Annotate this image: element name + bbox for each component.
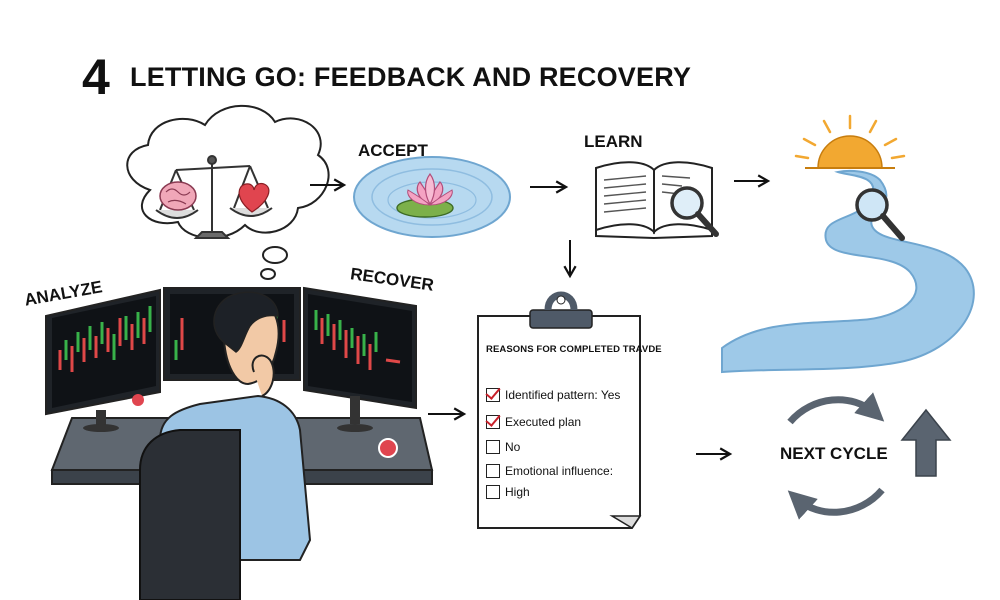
checkbox[interactable] (486, 464, 500, 478)
checklist-title: REASONS FOR COMPLETED TRAVDE (486, 344, 662, 355)
trader-icon (132, 291, 398, 600)
monitor-icon (45, 286, 434, 485)
checklist-item-label: No (505, 440, 521, 454)
page-title: LETTING GO: FEEDBACK AND RECOVERY (130, 62, 692, 92)
checkbox[interactable] (486, 388, 500, 402)
checklist-item-label: Emotional influence: (505, 464, 614, 478)
river-icon (721, 170, 975, 374)
checkbox[interactable] (486, 415, 500, 429)
cycle-arrows-icon (787, 392, 885, 520)
heart-icon (238, 182, 270, 213)
checklist-item-label: Executed plan (505, 415, 582, 429)
step-number: 4 (82, 49, 110, 105)
checklist-item: Identified pattern: Yes (486, 388, 620, 402)
checklist-item-label: Identified pattern: Yes (505, 388, 621, 402)
checklist-item: High (486, 485, 530, 499)
checklist-item: No (486, 440, 520, 454)
thought-bubble-icon (126, 104, 330, 280)
checklist-item-label: High (505, 485, 530, 499)
sun-icon (794, 114, 906, 169)
clipboard-icon (477, 291, 642, 530)
lotus-icon (353, 156, 511, 238)
checkbox[interactable] (486, 440, 500, 454)
checkbox[interactable] (486, 485, 500, 499)
brain-icon (159, 181, 197, 211)
checklist-item: Executed plan (486, 415, 581, 429)
magnifier-icon (670, 186, 719, 237)
label-learn: LEARN (584, 132, 643, 151)
label-next-cycle: NEXT CYCLE (780, 444, 888, 463)
up-arrow-icon (900, 408, 952, 477)
label-accept: ACCEPT (358, 141, 428, 160)
checklist-item: Emotional influence: (486, 464, 613, 478)
